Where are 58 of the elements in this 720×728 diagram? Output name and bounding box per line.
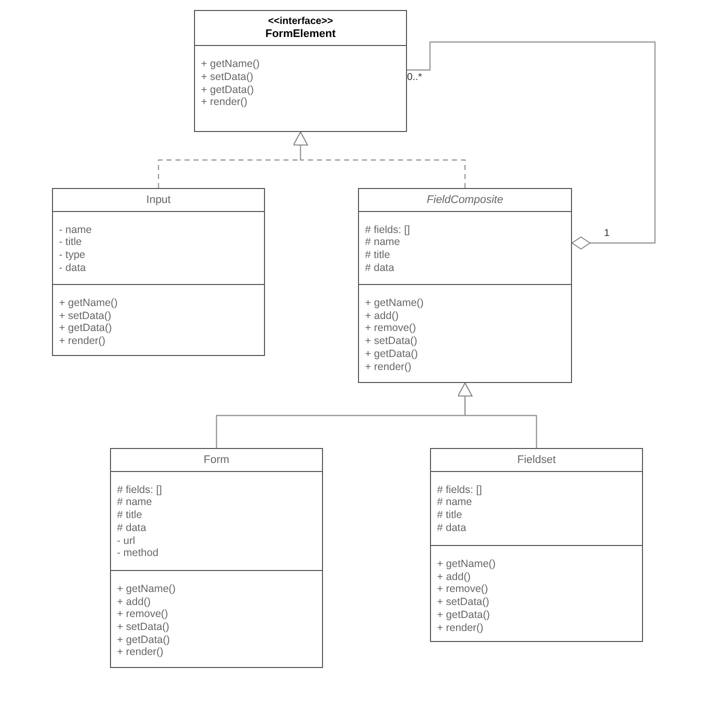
class-member: + getData() — [201, 84, 254, 96]
class-member: + add() — [437, 570, 471, 584]
class-member: + render() — [437, 622, 484, 634]
class-box — [358, 188, 572, 383]
class-member: # fields: [] — [365, 224, 410, 236]
class-member: + remove() — [117, 608, 168, 621]
class-member: # name — [365, 236, 400, 250]
class-member: + getName() — [365, 297, 424, 310]
class-member: + setData() — [117, 620, 170, 634]
class-member: + remove() — [437, 583, 488, 596]
class-box — [52, 188, 265, 356]
class-member: + getData() — [59, 322, 112, 335]
class-member: + setData() — [201, 71, 254, 84]
class-member: - title — [59, 236, 82, 250]
class-member: - method — [117, 547, 158, 560]
class-member: + add() — [117, 596, 151, 608]
class-member: # name — [117, 496, 152, 510]
class-member: + getData() — [117, 634, 170, 646]
class-name: Form — [204, 452, 230, 468]
class-member: - name — [59, 224, 92, 236]
realization-arrow — [293, 132, 466, 188]
class-member: + render() — [59, 334, 106, 348]
class-name: Fieldset — [517, 452, 556, 468]
class-member: + render() — [117, 646, 164, 660]
class-member: - type — [59, 249, 86, 262]
class-member: # data — [365, 262, 394, 275]
class-member: + render() — [201, 96, 248, 110]
class-member: + setData() — [437, 596, 490, 609]
class-member: - data — [59, 262, 86, 274]
class-member: + getData() — [365, 348, 418, 361]
class-member: # fields: [] — [437, 484, 482, 496]
class-member: # title — [117, 509, 142, 522]
class-member: + render() — [365, 360, 412, 374]
class-member: + add() — [365, 310, 399, 322]
class-member: # name — [437, 496, 472, 510]
class-box — [430, 448, 643, 642]
class-member: - url — [117, 534, 136, 548]
class-member: + getName() — [437, 558, 496, 571]
stereotype-label: <<interface>> — [268, 15, 334, 28]
class-member: # data — [437, 522, 466, 535]
class-member: # data — [117, 522, 146, 535]
class-member: + getName() — [59, 296, 118, 310]
class-name: Input — [146, 192, 171, 208]
class-name: FieldComposite — [426, 192, 504, 208]
class-member: + getName() — [201, 58, 260, 72]
class-member: + remove() — [365, 322, 416, 336]
class-name: FormElement — [265, 28, 336, 42]
class-member: + setData() — [59, 310, 112, 322]
class-box — [110, 448, 323, 668]
class-member: # fields: [] — [117, 484, 162, 496]
class-member: # title — [437, 509, 462, 522]
interface-box — [194, 10, 407, 132]
class-member: + getData() — [437, 608, 490, 622]
aggregation-line — [407, 41, 656, 250]
class-member: # title — [365, 249, 390, 262]
class-member: + setData() — [365, 335, 418, 348]
class-member: + getName() — [117, 582, 176, 596]
inheritance-arrow — [458, 382, 538, 448]
